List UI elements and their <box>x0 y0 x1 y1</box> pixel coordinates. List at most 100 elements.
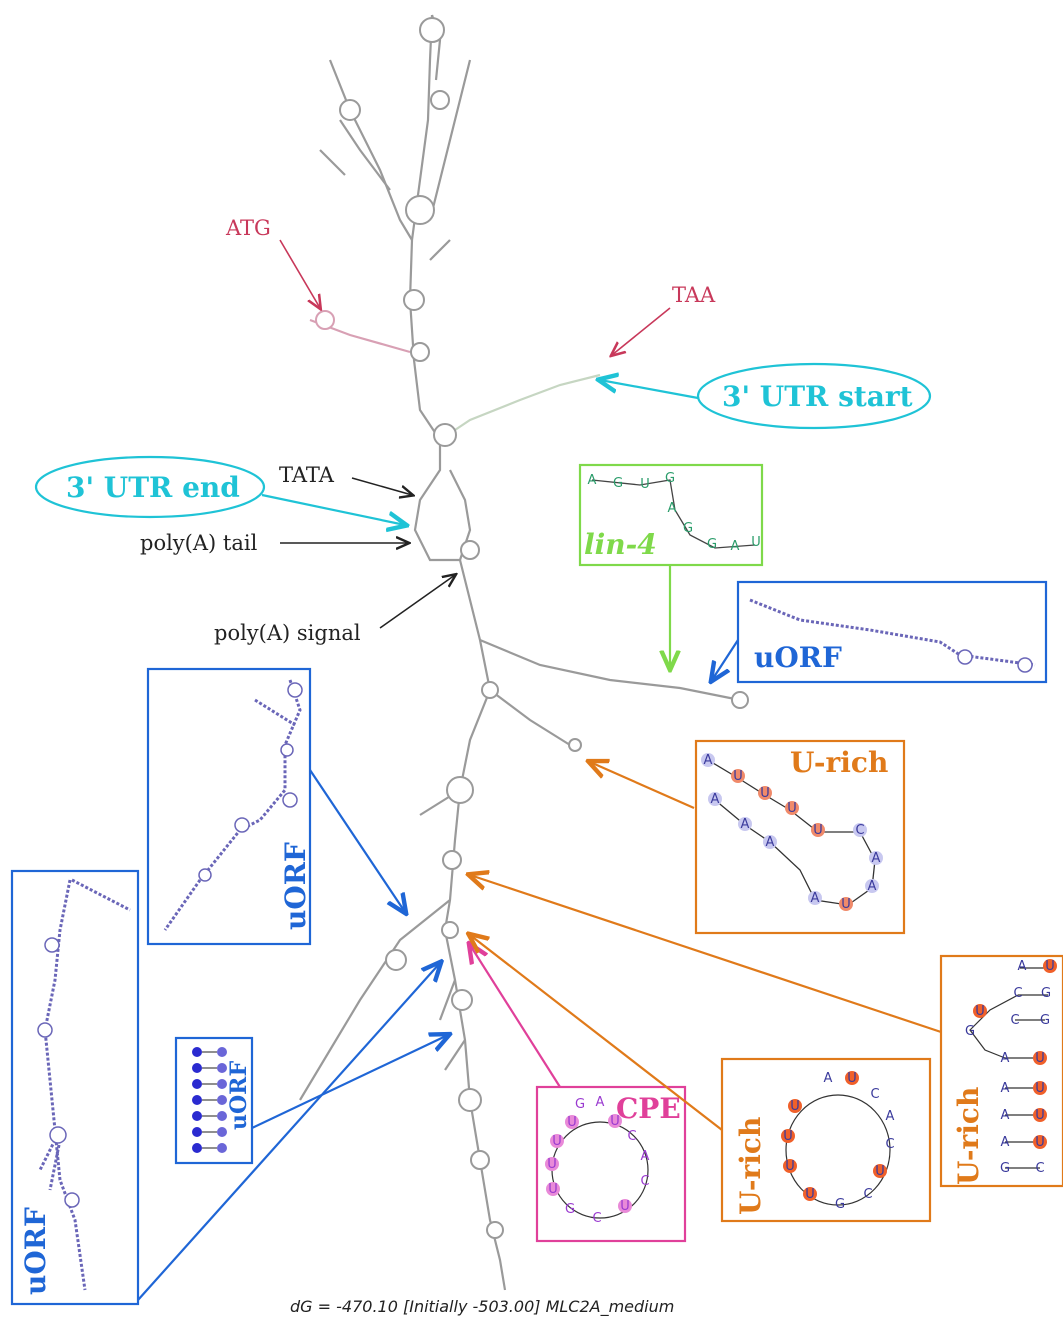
nucleotide-letter: G <box>835 1197 845 1212</box>
nucleotide-letter: A <box>1001 1081 1010 1096</box>
nucleotide-letter: U <box>813 823 823 838</box>
uorf-small-dot <box>192 1047 202 1057</box>
uorf-small-dot <box>217 1063 227 1073</box>
utr-end-label: 3' UTR end <box>66 471 240 504</box>
nucleotide-letter: A <box>1001 1051 1010 1066</box>
uorf-small-inset: uORF <box>174 1036 254 1165</box>
nucleotide-letter: U <box>787 801 797 816</box>
nucleotide-letter: C <box>592 1211 601 1226</box>
nucleotide-highlight <box>1043 959 1057 973</box>
uorf-right-label: uORF <box>754 641 842 674</box>
nucleotide-letter: U <box>552 1134 562 1149</box>
nucleotide-highlight <box>731 769 745 783</box>
nucleotide-letter: A <box>824 1071 833 1086</box>
nucleotide-highlight <box>546 1182 560 1196</box>
polya-tail-label: poly(A) tail <box>140 531 258 555</box>
nucleotide-letter: U <box>548 1182 558 1197</box>
nucleotide-letter: A <box>868 879 877 894</box>
cpe-label: CPE <box>616 1092 681 1125</box>
nucleotide-letter: U <box>785 1159 795 1174</box>
nucleotide-letter: G <box>565 1202 575 1217</box>
nucleotide-highlight <box>565 1115 579 1129</box>
nucleotide-letter: U <box>1035 1135 1045 1150</box>
uorf-right-inset: uORF <box>736 580 1048 684</box>
nucleotide-highlight <box>1033 1108 1047 1122</box>
nucleotide-background <box>708 792 722 806</box>
nucleotide-highlight <box>839 897 853 911</box>
atg-label: ATG <box>225 216 271 240</box>
nucleotide-letter: A <box>872 851 881 866</box>
uorf-small-dot <box>192 1127 202 1137</box>
nucleotide-highlight <box>811 823 825 837</box>
nucleotide-letter: U <box>875 1164 885 1179</box>
uorf-small-dot <box>192 1063 202 1073</box>
urich-right-label: U-rich <box>952 1087 985 1185</box>
taa-arrow <box>612 307 671 355</box>
nucleotide-letter: C <box>640 1174 649 1189</box>
uorf-small-label: uORF <box>226 1061 252 1130</box>
nucleotide-letter: U <box>1035 1081 1045 1096</box>
uorf-right-arrow <box>712 639 739 680</box>
nucleotide-letter: U <box>751 535 761 550</box>
nucleotide-letter: A <box>886 1109 895 1124</box>
lin4-label: lin-4 <box>584 528 657 561</box>
nucleotide-letter: A <box>766 835 775 850</box>
nucleotide-letter: U <box>733 769 743 784</box>
nucleotide-letter: U <box>847 1071 857 1086</box>
nucleotide-highlight <box>608 1114 622 1128</box>
uorf-small-dot <box>217 1095 227 1105</box>
nucleotide-background <box>869 851 883 865</box>
nucleotide-highlight <box>781 1129 795 1143</box>
nucleotide-background <box>808 891 822 905</box>
rna-backbone <box>299 14 741 1291</box>
nucleotide-letter: U <box>760 786 770 801</box>
nucleotide-background <box>865 879 879 893</box>
nucleotide-letter: U <box>1045 959 1055 974</box>
nucleotide-letter: G <box>965 1024 975 1039</box>
uorf-left-a-arrow <box>309 769 405 912</box>
tata-label: TATA <box>279 463 335 487</box>
urich-right-arrow <box>470 875 942 1034</box>
nucleotide-highlight <box>545 1157 559 1171</box>
nucleotide-letter: U <box>620 1199 630 1214</box>
taa-label: TAA <box>672 283 716 307</box>
nucleotide-letter: A <box>1001 1135 1010 1150</box>
nucleotide-highlight <box>803 1187 817 1201</box>
uorf-small-dot <box>192 1095 202 1105</box>
urich-top-arrow <box>590 762 695 810</box>
nucleotide-letter: A <box>704 753 713 768</box>
rna-loops <box>315 17 749 1239</box>
uorf-small-nucleotides <box>192 1047 227 1153</box>
nucleotide-letter: U <box>975 1004 985 1019</box>
uorf-left-b-inset: uORF <box>10 869 140 1306</box>
uorf-small-dot <box>192 1143 202 1153</box>
uorf-small-dot <box>217 1127 227 1137</box>
nucleotide-letter: C <box>627 1129 636 1144</box>
nucleotide-letter: C <box>1010 1013 1019 1028</box>
polya-signal-label: poly(A) signal <box>214 621 361 645</box>
utr-start-arrow <box>600 380 699 400</box>
nucleotide-highlight <box>845 1071 859 1085</box>
nucleotide-letter: U <box>783 1129 793 1144</box>
nucleotide-highlight <box>1033 1051 1047 1065</box>
nucleotide-letter: G <box>613 476 623 491</box>
nucleotide-highlight <box>873 1164 887 1178</box>
nucleotide-highlight <box>785 801 799 815</box>
uorf-small-dot <box>217 1111 227 1121</box>
energy-caption: dG = -470.10 [Initially -503.00] MLC2A_m… <box>290 1297 674 1317</box>
nucleotide-highlight <box>550 1134 564 1148</box>
nucleotide-background <box>763 835 777 849</box>
nucleotide-highlight <box>618 1199 632 1213</box>
nucleotide-highlight <box>1033 1081 1047 1095</box>
nucleotide-letter: A <box>711 792 720 807</box>
nucleotide-letter: A <box>668 501 677 516</box>
nucleotide-background <box>738 817 752 831</box>
